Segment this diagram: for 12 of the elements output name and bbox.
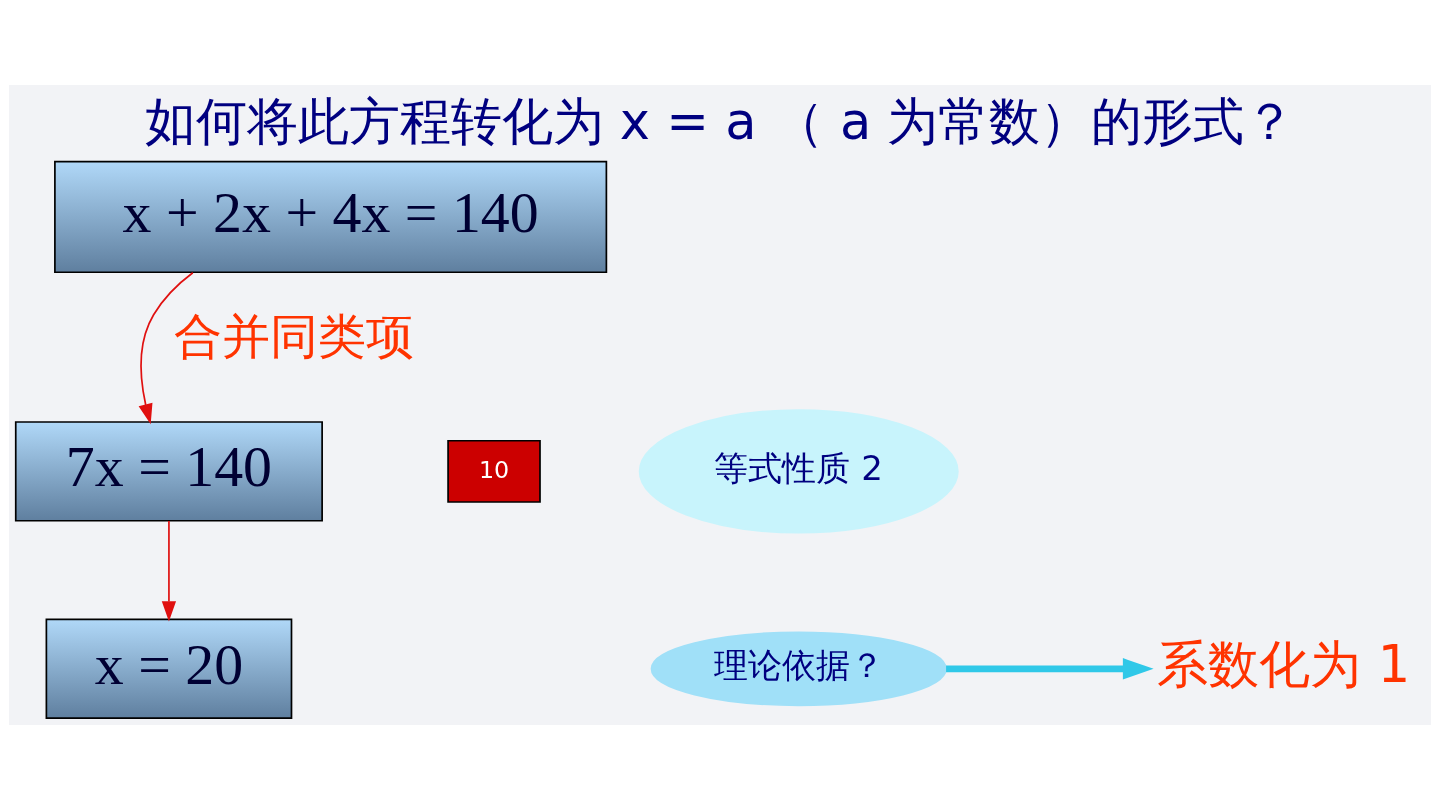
arrow bbox=[161, 520, 177, 622]
node-box: 7x = 140 bbox=[14, 421, 323, 522]
label: 10 bbox=[478, 455, 510, 484]
node-box: x = 20 bbox=[45, 618, 293, 720]
edge-label: 合并同类项 bbox=[173, 308, 414, 364]
node-box: x + 2x + 4x = 140 bbox=[54, 160, 608, 274]
arrow bbox=[138, 271, 194, 425]
node-text: 系数化为 1 bbox=[1157, 634, 1411, 694]
node-ellipse: 理论依据？ bbox=[650, 631, 947, 707]
arrow bbox=[946, 658, 1154, 680]
diagram-title: 如何将此方程转化为 x = a （ a 为常数）的形式？ bbox=[144, 92, 1296, 152]
node-ellipse: 等式性质 2 bbox=[638, 409, 959, 534]
